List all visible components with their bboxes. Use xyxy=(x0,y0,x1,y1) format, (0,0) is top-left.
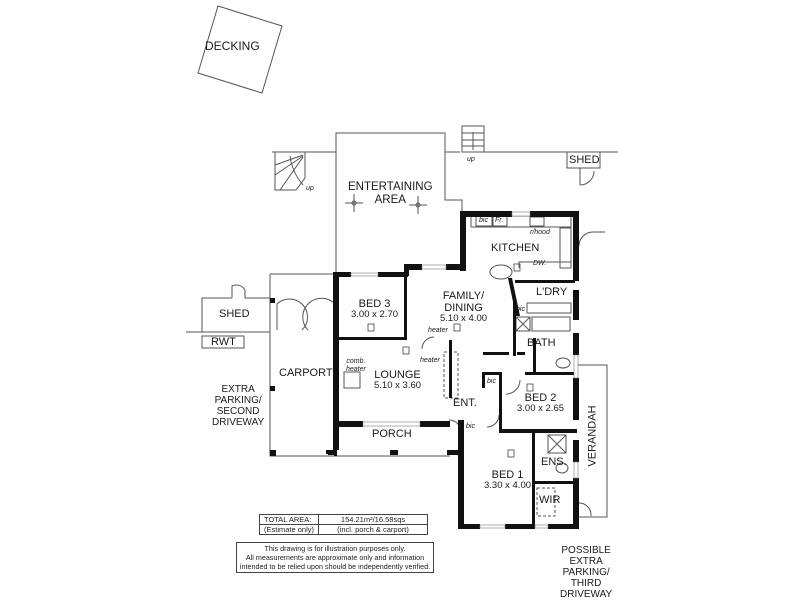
note-line: DRIVEWAY xyxy=(560,589,613,600)
total-area-table: TOTAL AREA: 154.21m²/16.58sqs (Estimate … xyxy=(258,514,429,535)
note-line: THIRD xyxy=(570,578,602,589)
stairs-up-label-left: up xyxy=(306,185,314,192)
room-label-ent: ENT. xyxy=(453,397,477,409)
family-line1: FAMILY/ xyxy=(442,290,485,302)
room-label-ens: ENS. xyxy=(541,456,567,468)
bed2-name: BED 2 xyxy=(524,392,557,404)
estimate-label: (Estimate only) xyxy=(258,524,320,535)
decking-outline xyxy=(197,5,283,94)
stairs-up-label-top: up xyxy=(467,156,475,163)
shed-right-outline xyxy=(566,151,601,169)
room-label-decking: DECKING xyxy=(205,39,260,53)
room-label-lounge: LOUNGE 5.10 x 3.60 xyxy=(374,369,421,392)
fixture-comb-heater: comb. heater xyxy=(346,358,366,373)
smoke-detector-icon xyxy=(402,346,410,355)
outdoor-boundary xyxy=(272,132,460,153)
room-label-wir: WIR xyxy=(539,494,561,506)
note-line: PARKING/ xyxy=(562,567,610,578)
disclaimer-line1: This drawing is for illustration purpose… xyxy=(264,544,406,553)
smoke-detector-icon xyxy=(507,449,515,458)
smoke-detector-icon xyxy=(367,323,375,332)
note-line: SECOND xyxy=(216,406,260,417)
entertaining-line1: ENTERTAINING xyxy=(348,181,433,193)
smoke-detector-icon xyxy=(513,263,521,272)
room-label-family-dining: FAMILY/ DINING 5.10 x 4.00 xyxy=(440,290,487,325)
disclaimer-line2: All measurements are approximate only an… xyxy=(245,553,425,562)
verandah-outline xyxy=(575,364,608,518)
bed3-dims: 3.00 x 2.70 xyxy=(351,309,399,321)
family-line2: DINING xyxy=(444,302,483,315)
note-possible-extra-parking-third: POSSIBLE EXTRA PARKING/ THIRD DRIVEWAY xyxy=(560,545,612,600)
fixture-dishwasher: DW. xyxy=(533,260,547,267)
area-value: 154.21m²/16.58sqs xyxy=(318,514,429,525)
note-line: POSSIBLE xyxy=(561,545,611,556)
smoke-detector-icon xyxy=(526,383,534,392)
fixture-bic-kitchen: bic xyxy=(479,217,488,224)
entertaining-line2: AREA xyxy=(374,193,406,206)
room-label-entertaining: ENTERTAINING AREA xyxy=(348,181,433,206)
area-label: TOTAL AREA: xyxy=(258,514,320,525)
table-row: TOTAL AREA: 154.21m²/16.58sqs xyxy=(258,514,429,525)
note-line: EXTRA xyxy=(221,384,255,395)
room-label-shed-right: SHED xyxy=(569,154,600,166)
note-line: PARKING/ xyxy=(214,395,262,406)
room-label-kitchen: KITCHEN xyxy=(491,242,540,254)
comb-heater-line2: heater xyxy=(346,365,366,373)
room-label-bed1: BED 1 3.30 x 4.00 xyxy=(484,469,531,492)
room-label-bed3: BED 3 3.00 x 2.70 xyxy=(351,298,398,321)
room-label-carport: CARPORT xyxy=(279,367,333,379)
table-row: (Estimate only) (incl. porch & carport) xyxy=(258,524,429,535)
lounge-name: LOUNGE xyxy=(374,369,421,381)
ceiling-fan-icon xyxy=(409,196,427,214)
shed-left-outline xyxy=(201,297,232,332)
disclaimer-box: This drawing is for illustration purpose… xyxy=(236,542,434,573)
fixture-bic-bed1: bic xyxy=(466,423,475,430)
fixture-bic-bed2: bic xyxy=(487,378,496,385)
lounge-dims: 5.10 x 3.60 xyxy=(374,380,422,392)
fixture-heater-lounge: heater xyxy=(420,357,440,364)
room-label-shed-left: SHED xyxy=(219,308,250,320)
fixture-bic-laundry: bic xyxy=(516,306,525,313)
fixture-rangehood: r/hood xyxy=(530,229,550,236)
bed3-name: BED 3 xyxy=(358,298,391,310)
fixture-heater-family: heater xyxy=(428,327,448,334)
bed2-dims: 3.00 x 2.65 xyxy=(517,403,565,415)
smoke-detector-icon xyxy=(453,323,461,332)
note-extra-parking-second: EXTRA PARKING/ SECOND DRIVEWAY xyxy=(212,384,264,428)
rwt-outline xyxy=(201,335,245,349)
room-label-verandah: VERANDAH xyxy=(586,405,599,467)
room-label-bed2: BED 2 3.00 x 2.65 xyxy=(517,392,564,415)
bed1-name: BED 1 xyxy=(491,469,524,481)
fixture-fridge: Fr. xyxy=(495,217,504,224)
room-label-rwt: RWT xyxy=(211,336,236,348)
stairs-left xyxy=(274,151,306,191)
bed1-dims: 3.30 x 4.00 xyxy=(484,480,532,492)
room-label-laundry: L'DRY xyxy=(536,286,568,298)
note-line: EXTRA xyxy=(569,556,603,567)
room-label-porch: PORCH xyxy=(372,428,412,440)
note-line: DRIVEWAY xyxy=(212,417,265,428)
stairs-top xyxy=(461,125,485,153)
ceiling-fan-icon xyxy=(345,194,363,212)
estimate-note: (incl. porch & carport) xyxy=(318,524,429,535)
comb-heater-line1: comb. xyxy=(346,358,366,365)
family-dims: 5.10 x 4.00 xyxy=(440,313,488,325)
room-label-bath: BATH xyxy=(527,337,556,349)
disclaimer-line3: intended to be relied upon should be ind… xyxy=(239,562,431,571)
